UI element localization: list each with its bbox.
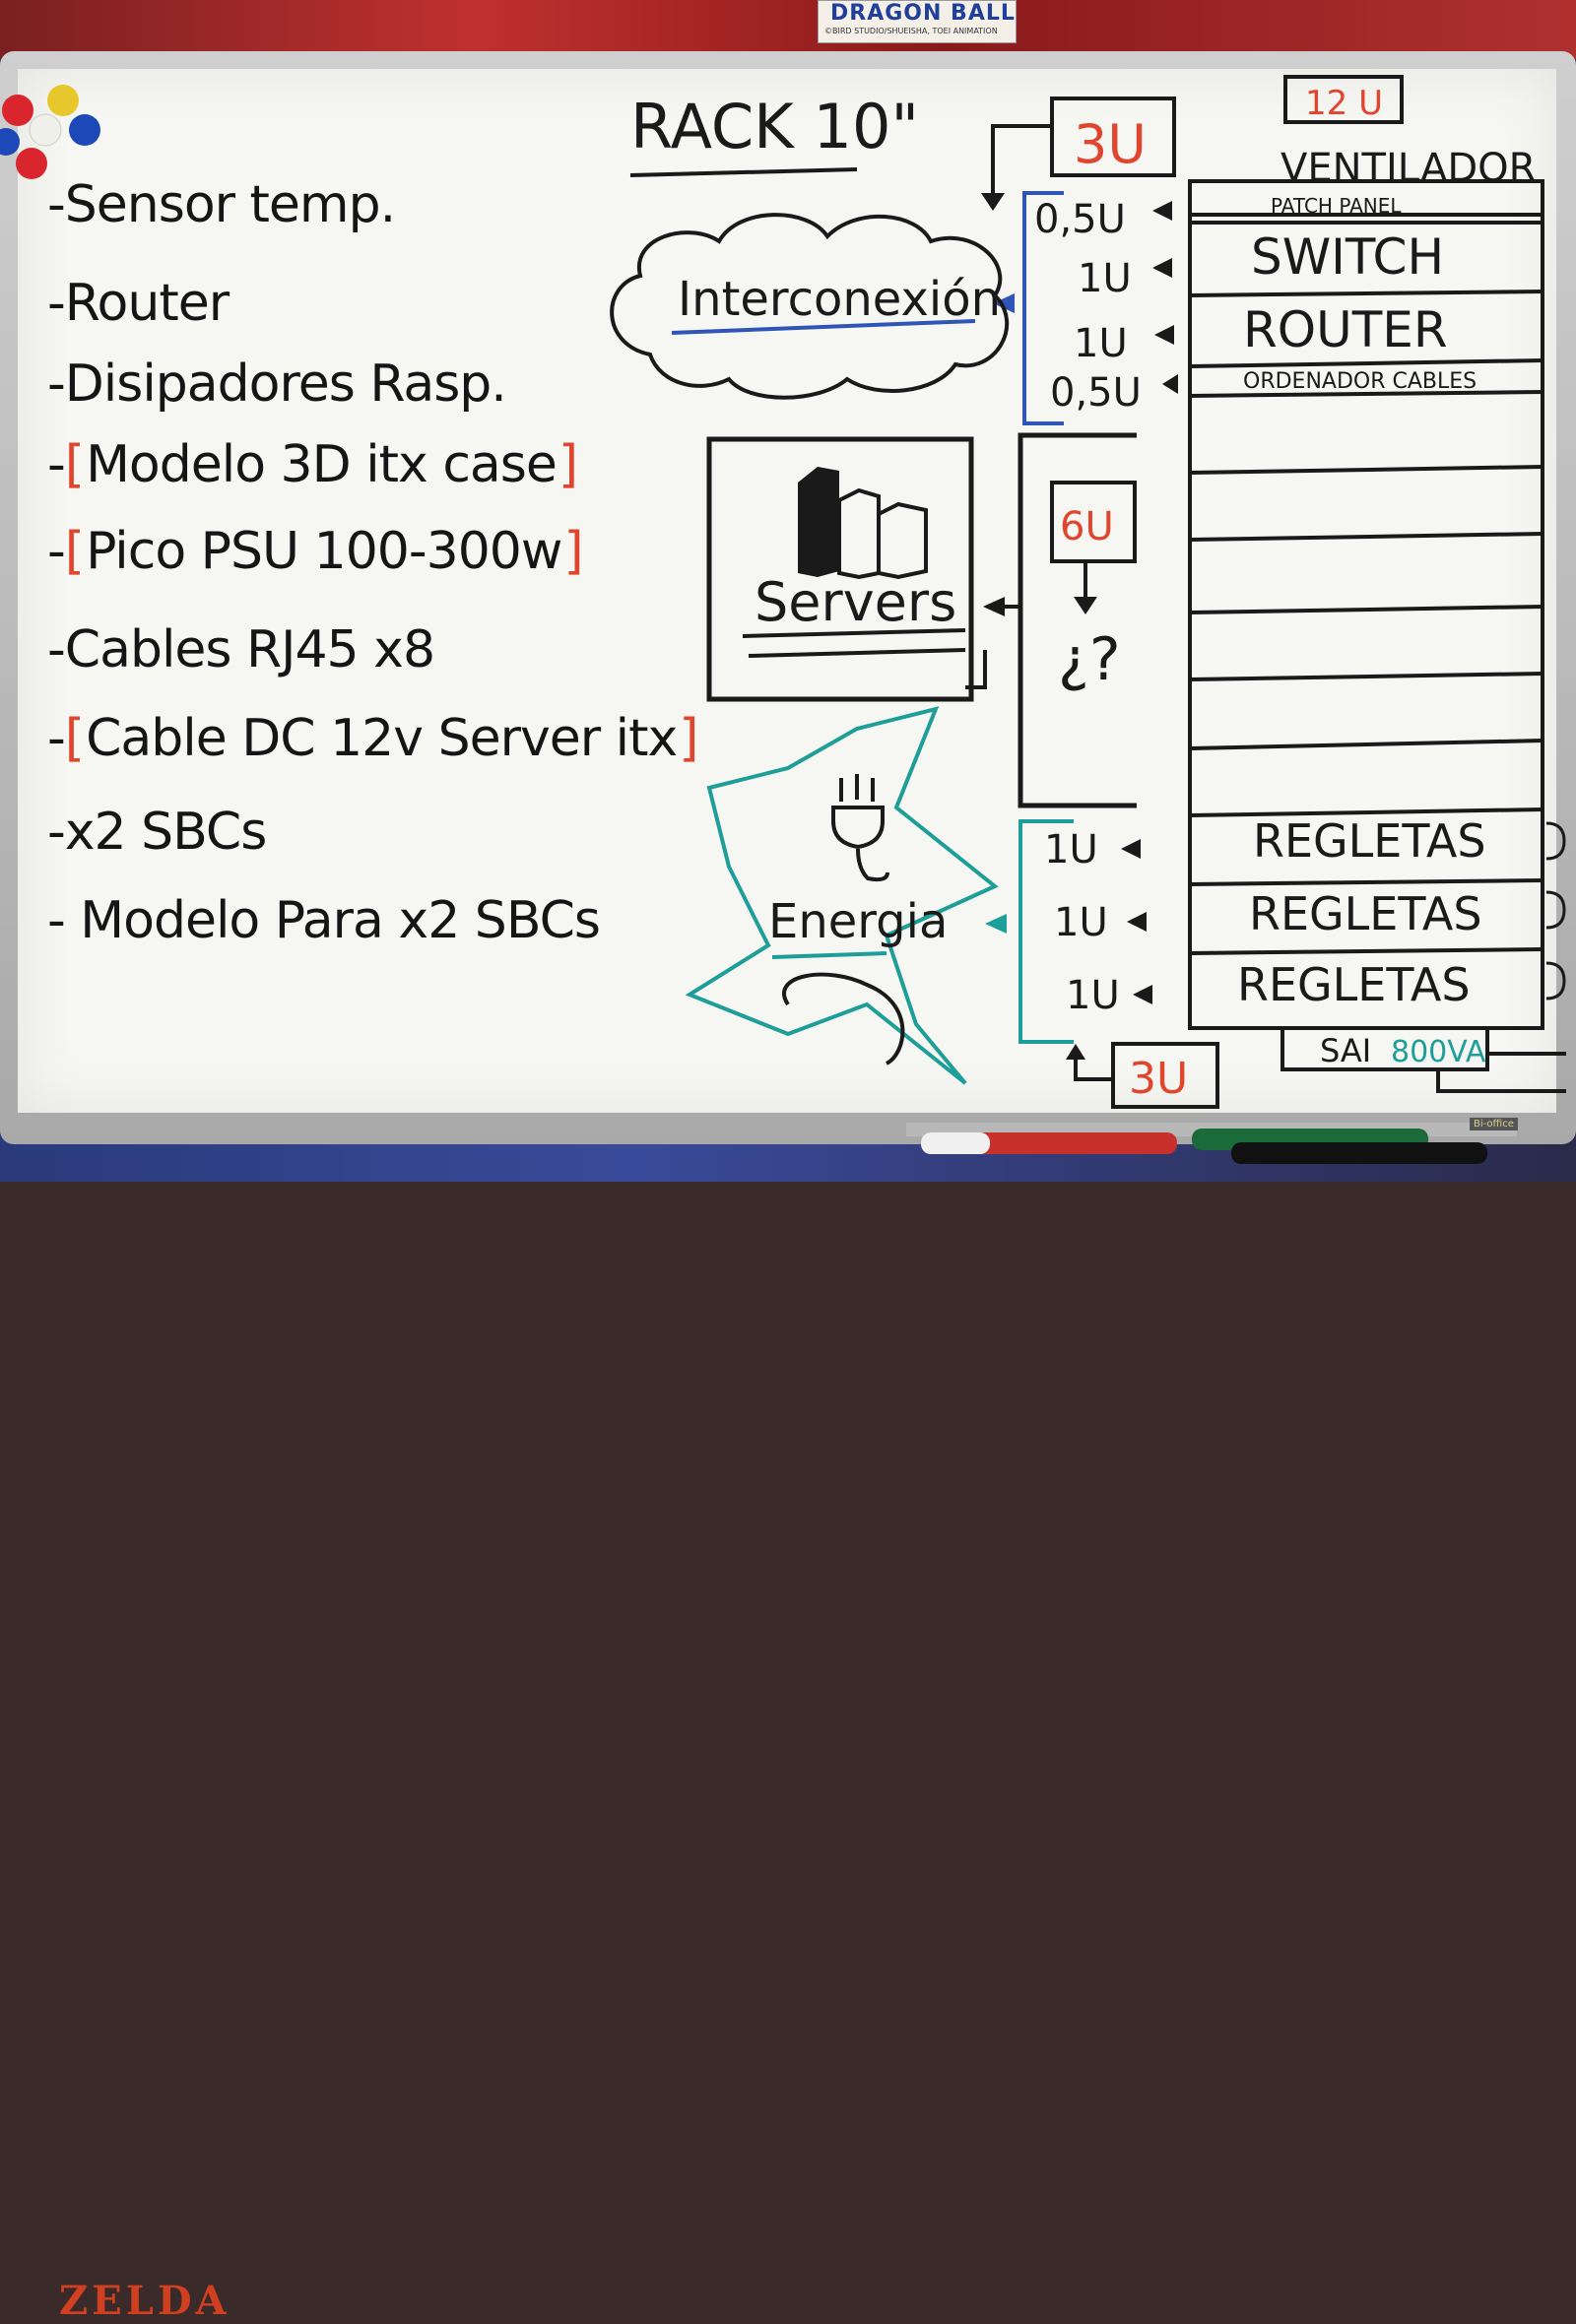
list-item: -Sensor temp. [47, 175, 396, 234]
plug-icon [1545, 961, 1566, 1001]
power-plug-icon [831, 774, 889, 882]
energy-label: Energia [768, 894, 948, 949]
magnet-red-icon [2, 95, 33, 126]
servers-label: Servers [755, 571, 956, 633]
marker-label [921, 1132, 990, 1154]
unit-arrows [1121, 201, 1178, 1004]
cloud-icon [610, 213, 1010, 400]
arrow-left-icon [1133, 985, 1152, 1004]
rack-row-label: ORDENADOR CABLES [1243, 369, 1477, 394]
rack-row-unit: 1U [1078, 256, 1132, 301]
middle-group-units-label: 6U [1060, 504, 1114, 549]
whiteboard [18, 69, 1556, 1113]
magnet-blue-icon [0, 128, 20, 156]
rack-row-unit: 1U [1066, 973, 1120, 1018]
arrow-up-icon [1066, 1044, 1085, 1060]
top-group-units-box [1050, 97, 1176, 177]
magnets [0, 85, 100, 179]
arrow-left-icon [1152, 201, 1172, 221]
bottom-group-units-label: 3U [1129, 1054, 1188, 1104]
arrow-left-icon [993, 293, 1015, 313]
rack-row-unit: 1U [1054, 900, 1108, 945]
wall-background-top [0, 0, 1576, 59]
middle-group-units-box [1050, 481, 1137, 563]
bottom-group-units-box [1111, 1042, 1219, 1109]
rack-row-label: ROUTER [1243, 301, 1448, 358]
total-units-box [1283, 75, 1404, 124]
rack-outline [1188, 179, 1544, 1030]
plug-icons [1545, 821, 1566, 1001]
arrow-left-icon [1121, 839, 1141, 859]
list-item: -Router [47, 274, 230, 333]
interconnection-bracket [1022, 191, 1064, 425]
ups-rating: 800VA [1391, 1035, 1486, 1069]
cable-squiggle [782, 972, 905, 1065]
rack-row-unit: 0,5U [1034, 197, 1126, 242]
rack-row-label: REGLETAS [1253, 814, 1486, 868]
arrow-left-icon [983, 597, 1005, 616]
list-item: -Cables RJ45 x8 [47, 620, 435, 679]
poster-credit: ©BIRD STUDIO/SHUEISHA, TOEI ANIMATION [824, 27, 998, 35]
ups-label: SAI [1320, 1032, 1371, 1069]
plug-icon [1545, 821, 1566, 861]
list-item: -Modelo 3D itx case [47, 435, 577, 494]
poster-title: DRAGON BALL [830, 1, 1016, 26]
energy-underline [771, 951, 887, 959]
servers-box [706, 436, 974, 702]
rack-row-label: PATCH PANEL [1271, 194, 1402, 218]
arrow-left-icon [985, 914, 1007, 934]
black-marker[interactable] [1231, 1142, 1487, 1164]
rack-diagram: RACK 10" 12 U 3U VENTILADOR PATCH PANEL … [610, 75, 1566, 1109]
magnet-blue-icon [69, 114, 100, 146]
list-item: -x2 SBCs [47, 803, 267, 862]
servers-underline [742, 628, 966, 638]
magnet-white-icon [29, 113, 62, 147]
arrow-head-icon [981, 193, 1005, 211]
magnet-red-icon [16, 148, 47, 179]
ups-cable [1436, 1071, 1566, 1093]
zelda-poster-title: ZELDA [59, 2278, 230, 2324]
arrow-left-icon [1127, 912, 1147, 932]
title-underline [629, 167, 858, 177]
interconnection-label: Interconexión [678, 272, 1001, 327]
arrow-left-icon [1152, 258, 1172, 278]
list-item: -Pico PSU 100-300w [47, 522, 583, 581]
arrow-left-icon [1154, 325, 1174, 345]
rack-row-unit: 1U [1044, 827, 1098, 872]
total-units-label: 12 U [1305, 84, 1383, 123]
magnet-yellow-icon [47, 85, 79, 116]
top-group-units-label: 3U [1074, 113, 1147, 175]
middle-group-question: ¿? [1058, 625, 1121, 694]
whiteboard-brand: Bi-office [1470, 1118, 1518, 1130]
list-item: -Cable DC 12v Server itx [47, 709, 698, 768]
arrow-left-icon [1162, 374, 1178, 394]
rack-row-label: VENTILADOR [1280, 146, 1536, 191]
energy-group-bracket [1018, 819, 1074, 1044]
ups-box [1280, 1028, 1489, 1071]
top-group-arrow [991, 124, 1052, 197]
list-item: -Disipadores Rasp. [47, 355, 507, 414]
servers-group-bracket [1018, 432, 1137, 808]
diagram-title: RACK 10" [630, 91, 919, 162]
rack-row-label: REGLETAS [1237, 958, 1471, 1011]
rack-row-unit: 1U [1074, 321, 1128, 366]
arrow-down-icon [1074, 597, 1097, 614]
rack-row-dividers [1189, 213, 1543, 955]
energy-bolt-icon [685, 706, 999, 1085]
rack-row-unit: 0,5U [1050, 370, 1142, 416]
dragon-ball-poster: DRAGON BALL ©BIRD STUDIO/SHUEISHA, TOEI … [818, 0, 1017, 43]
server-tower-icon [798, 467, 928, 580]
interconnection-underline [671, 319, 976, 335]
servers-underline [748, 648, 966, 658]
plug-icon [1545, 890, 1566, 930]
rack-row-label: SWITCH [1251, 228, 1444, 286]
rack-row-label: REGLETAS [1249, 887, 1482, 940]
list-item: - Modelo Para x2 SBCs [47, 891, 601, 950]
servers-bracket [965, 650, 987, 689]
